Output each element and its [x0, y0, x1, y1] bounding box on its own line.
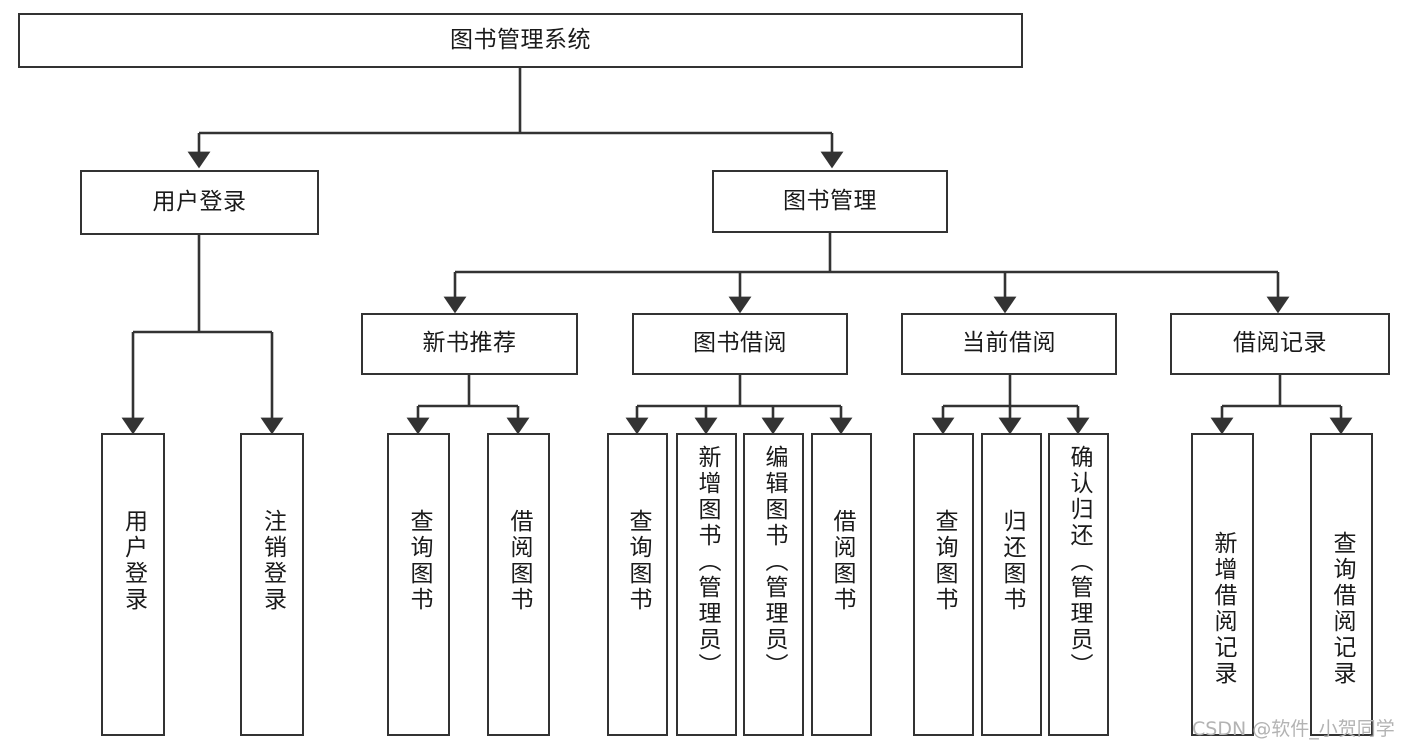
node-label: 图书管理系统	[450, 26, 591, 53]
node-label: 借阅图书	[829, 509, 855, 613]
node-label: 新书推荐	[422, 330, 517, 357]
node-label: 图书借阅	[693, 330, 787, 357]
leaf-current-confirm-return[interactable]: 确认归还（管理员）	[1048, 433, 1109, 736]
node-label: 查询借阅记录	[1329, 531, 1355, 687]
node-label: 用户登录	[120, 509, 147, 613]
leaf-record-add-record[interactable]: 新增借阅记录	[1191, 433, 1254, 736]
node-label: 新增借阅记录	[1210, 531, 1236, 687]
node-root-system[interactable]: 图书管理系统	[18, 13, 1023, 68]
node-label: 图书管理	[783, 187, 877, 214]
node-label: 借阅图书	[506, 509, 532, 613]
node-label: 查询图书	[406, 509, 432, 613]
node-user-login[interactable]: 用户登录	[80, 170, 319, 235]
node-label: 借阅记录	[1233, 330, 1327, 357]
node-label: 注销登录	[259, 509, 286, 613]
leaf-borrow-add-book[interactable]: 新增图书（管理员）	[676, 433, 737, 736]
leaf-record-query-record[interactable]: 查询借阅记录	[1310, 433, 1373, 736]
node-book-management[interactable]: 图书管理	[712, 170, 948, 233]
node-label: 新增图书（管理员）	[694, 445, 720, 679]
leaf-recommend-borrow-book[interactable]: 借阅图书	[487, 433, 550, 736]
leaf-recommend-query-book[interactable]: 查询图书	[387, 433, 450, 736]
node-book-borrow[interactable]: 图书借阅	[632, 313, 848, 375]
node-current-borrow[interactable]: 当前借阅	[901, 313, 1117, 375]
node-label: 归还图书	[999, 509, 1025, 613]
leaf-borrow-edit-book[interactable]: 编辑图书（管理员）	[743, 433, 804, 736]
node-label: 当前借阅	[962, 330, 1056, 357]
node-new-book-recommend[interactable]: 新书推荐	[361, 313, 578, 375]
leaf-user-login-login[interactable]: 用户登录	[101, 433, 165, 736]
leaf-current-return-book[interactable]: 归还图书	[981, 433, 1042, 736]
leaf-user-login-logout[interactable]: 注销登录	[240, 433, 304, 736]
leaf-current-query-book[interactable]: 查询图书	[913, 433, 974, 736]
leaf-borrow-borrow-book[interactable]: 借阅图书	[811, 433, 872, 736]
node-label: 确认归还（管理员）	[1066, 445, 1092, 679]
node-label: 查询图书	[625, 509, 651, 613]
node-label: 编辑图书（管理员）	[761, 445, 787, 679]
node-label: 用户登录	[152, 188, 247, 215]
node-borrow-record[interactable]: 借阅记录	[1170, 313, 1390, 375]
csdn-watermark: CSDN @软件_小贺同学	[1192, 718, 1395, 740]
node-label: 查询图书	[931, 509, 957, 613]
leaf-borrow-query-book[interactable]: 查询图书	[607, 433, 668, 736]
